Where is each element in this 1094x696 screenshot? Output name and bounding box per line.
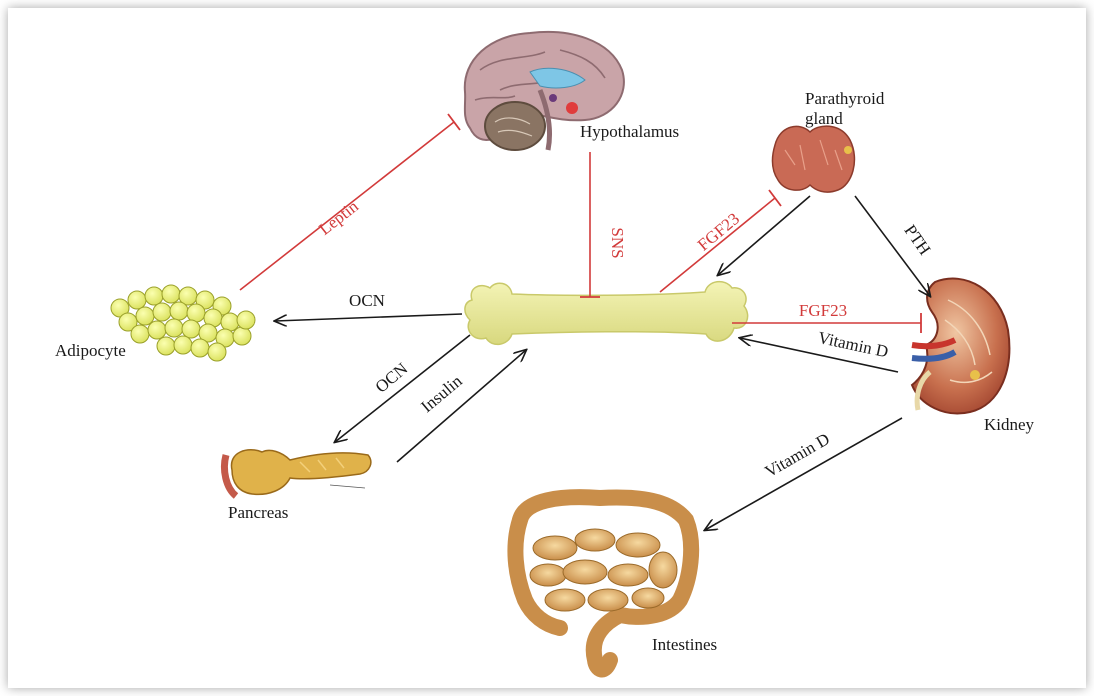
sns-inhibit-line [580, 152, 600, 297]
leptin-label: Leptin [315, 196, 362, 239]
vitamin-d-intestines-label: Vitamin D [762, 429, 833, 481]
fgf23-parathyroid-label: FGF23 [694, 209, 743, 255]
pancreas-illustration [222, 440, 374, 498]
kidney-illustration [912, 279, 1009, 414]
adipocyte-label: Adipocyte [55, 341, 126, 360]
bone-illustration [465, 282, 748, 345]
pancreas-label: Pancreas [228, 503, 288, 522]
parathyroid-label-line1: Parathyroid [805, 89, 885, 108]
parathyroid-label-line2: gland [805, 109, 843, 128]
fgf23-kidney-label: FGF23 [799, 301, 847, 320]
ocn-adipocyte-arrow [275, 314, 462, 321]
ocn-pancreas-label: OCN [372, 359, 412, 397]
ocn-adipocyte-label: OCN [349, 291, 385, 310]
intestines-label: Intestines [652, 635, 717, 654]
pth-label: PTH [901, 221, 935, 258]
insulin-arrow [397, 350, 526, 462]
sns-label: SNS [608, 227, 627, 258]
adipocyte-illustration [111, 285, 255, 361]
kidney-label: Kidney [984, 415, 1035, 434]
parathyroid-illustration [772, 126, 854, 192]
vitamin-d-intestines-arrow [705, 418, 902, 530]
hypothalamus-label: Hypothalamus [580, 122, 679, 141]
